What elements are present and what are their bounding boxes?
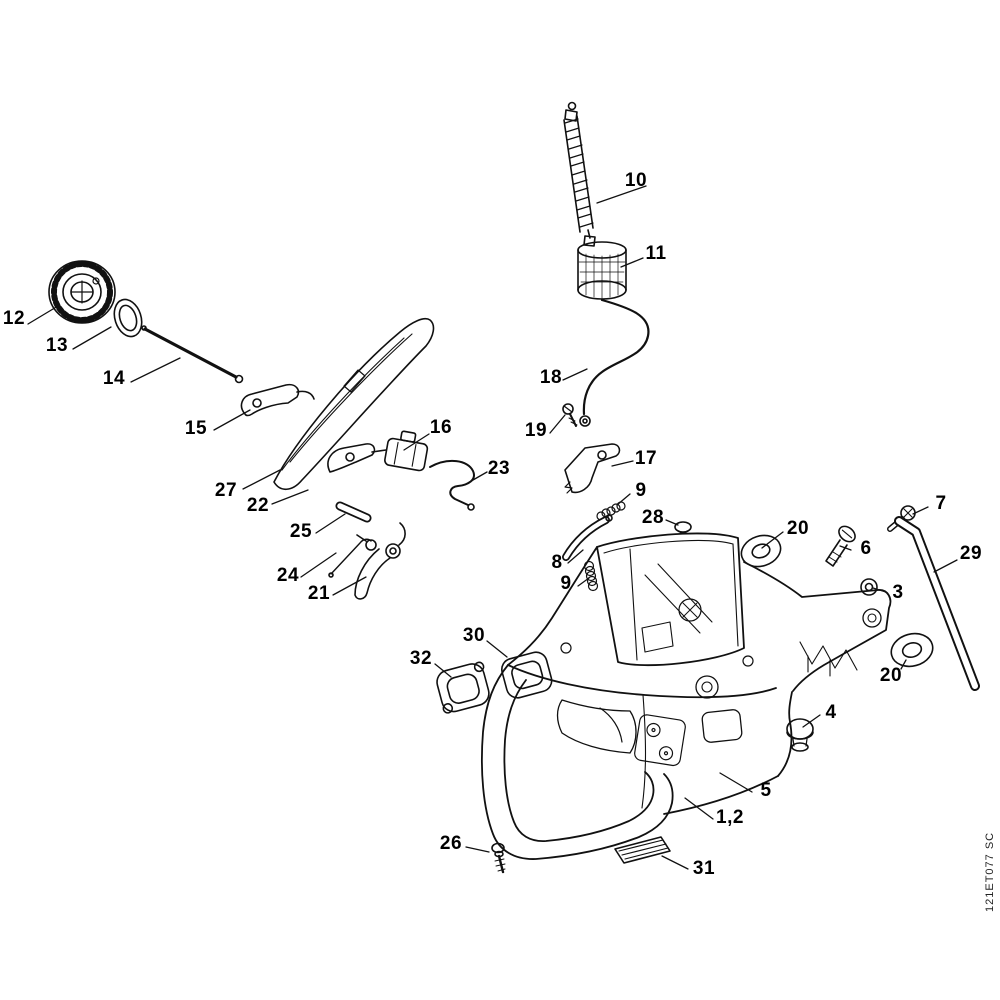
part-label-7: 7 bbox=[935, 493, 947, 514]
part-label-32: 32 bbox=[409, 648, 433, 669]
part-label-17: 17 bbox=[634, 448, 658, 469]
part-label-22: 22 bbox=[246, 495, 270, 516]
compression-spring-bottom-drawing bbox=[583, 560, 599, 592]
part-label-16: 16 bbox=[429, 417, 453, 438]
terminal-screw-drawing bbox=[562, 403, 578, 427]
part-label-20-top: 20 bbox=[786, 518, 810, 539]
torsion-spring-wire-drawing bbox=[328, 538, 372, 578]
part-label-24: 24 bbox=[276, 565, 300, 586]
annular-buffer-top-drawing bbox=[740, 534, 782, 568]
part-label-10: 10 bbox=[624, 170, 648, 191]
gasket-32-drawing bbox=[436, 661, 490, 714]
part-label-11: 11 bbox=[645, 243, 667, 264]
part-label-25: 25 bbox=[289, 521, 313, 542]
part-label-8: 8 bbox=[551, 552, 563, 573]
part-label-27: 27 bbox=[214, 480, 238, 501]
part-label-20-bottom: 20 bbox=[879, 665, 903, 686]
part-label-13: 13 bbox=[45, 335, 69, 356]
drawing-number-watermark: 121ET077 SC bbox=[984, 831, 996, 912]
fuel-hose-drawing bbox=[562, 514, 613, 561]
plug-cap-drawing bbox=[674, 521, 692, 534]
fuel-filter-drawing bbox=[577, 235, 627, 300]
part-label-18: 18 bbox=[539, 367, 563, 388]
cover-plate-drawing bbox=[614, 836, 671, 864]
fuel-line-spring-drawing bbox=[563, 101, 594, 239]
pivot-pin-drawing bbox=[335, 501, 372, 523]
part-label-29: 29 bbox=[959, 543, 983, 564]
leader-lines bbox=[27, 185, 958, 870]
fuel-cap-drawing bbox=[48, 260, 116, 324]
retainer-rod-drawing bbox=[141, 325, 244, 384]
screw-26-drawing bbox=[491, 842, 506, 874]
part-label-31: 31 bbox=[692, 858, 716, 879]
tube-drawing bbox=[894, 516, 980, 691]
annular-buffer-bottom-drawing bbox=[890, 632, 934, 668]
part-label-30: 30 bbox=[462, 625, 486, 646]
part-label-6: 6 bbox=[860, 538, 872, 559]
part-label-14: 14 bbox=[102, 368, 126, 389]
part-label-19: 19 bbox=[524, 420, 548, 441]
compression-spring-top-drawing bbox=[596, 501, 626, 521]
tank-housing-drawing bbox=[481, 532, 892, 860]
switch-shaft-drawing bbox=[327, 430, 429, 473]
part-label-9-top: 9 bbox=[635, 480, 647, 501]
part-label-3: 3 bbox=[892, 582, 904, 603]
part-label-12: 12 bbox=[2, 308, 26, 329]
twist-knob-drawing bbox=[786, 718, 814, 752]
throttle-rod-drawing bbox=[429, 459, 475, 511]
part-label-5: 5 bbox=[760, 780, 772, 801]
sealing-washer-drawing bbox=[113, 298, 143, 338]
throttle-trigger-drawing bbox=[354, 522, 406, 600]
part-label-21: 21 bbox=[307, 583, 331, 604]
ground-wire-drawing bbox=[579, 298, 650, 427]
gasket-30-drawing bbox=[501, 651, 553, 699]
part-label-26: 26 bbox=[439, 833, 463, 854]
part-label-23: 23 bbox=[487, 458, 511, 479]
part-label-9-bottom: 9 bbox=[560, 573, 572, 594]
part-label-28: 28 bbox=[641, 507, 665, 528]
part-label-4: 4 bbox=[825, 702, 837, 723]
handle-molding-drawing bbox=[273, 317, 435, 491]
collar-screw-drawing bbox=[825, 525, 856, 567]
mounting-bracket-drawing bbox=[564, 443, 621, 494]
clip-bracket-drawing bbox=[240, 383, 315, 417]
nut-drawing bbox=[860, 578, 878, 596]
part-label-1-2: 1,2 bbox=[716, 807, 744, 828]
part-label-15: 15 bbox=[184, 418, 208, 439]
